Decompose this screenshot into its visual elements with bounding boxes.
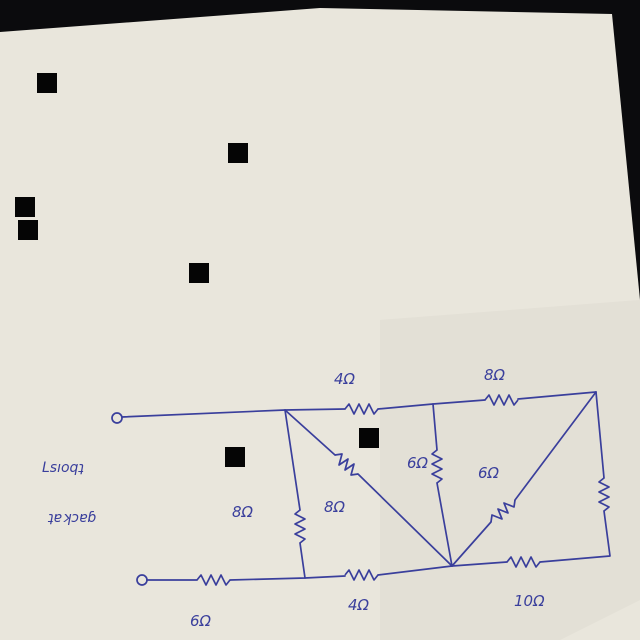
redaction-square-3 [15, 197, 35, 217]
resistor-mid-vertical [431, 449, 443, 484]
handwritten-note-line1: Lsıoqʇ [42, 460, 84, 476]
wire-top-rail [121, 408, 346, 418]
wire-bottom-mid-b [229, 575, 346, 581]
label-top-left: 4Ω [334, 370, 356, 388]
redaction-square-6 [359, 428, 379, 448]
wire-top-right [517, 391, 597, 400]
label-top-right: 8Ω [484, 366, 506, 384]
wire-left-vertical-upper [284, 409, 301, 511]
wire-mid-vertical-lower [436, 482, 453, 567]
resistor-bottom-mid [344, 569, 379, 581]
label-vertical-mid: 6Ω [407, 454, 429, 472]
resistor-right-vertical [598, 477, 610, 512]
label-left-vertical: 8Ω [232, 503, 254, 521]
resistor-left-vertical [294, 509, 306, 544]
label-bottom-mid: 4Ω [348, 596, 370, 614]
wire-left-vertical-lower [299, 542, 306, 579]
resistor-diag-left [334, 453, 359, 476]
wire-diag-left-lower [357, 473, 453, 567]
redaction-square-2 [228, 143, 248, 163]
label-bottom-left: 6Ω [190, 612, 212, 630]
redaction-square-7 [225, 447, 245, 467]
wire-right-lower [539, 510, 611, 563]
redaction-square-5 [189, 263, 209, 283]
label-bottom-right: 10Ω [514, 592, 545, 610]
paper-shadow [380, 300, 640, 640]
resistor-top-left [344, 403, 379, 415]
resistor-top-right [484, 394, 519, 406]
wire-diag-right-lower [451, 521, 492, 567]
wire-right-upper [595, 391, 605, 479]
terminal-top [111, 412, 123, 424]
terminal-bottom [136, 574, 148, 586]
resistor-diag-right [490, 499, 516, 523]
wire-bottom-right [451, 561, 508, 567]
label-diag-left: 8Ω [324, 498, 346, 516]
wire-mid-vertical-upper [432, 403, 438, 451]
wire-diag-left-upper [284, 409, 336, 456]
redaction-square-1 [37, 73, 57, 93]
resistor-bottom-left [196, 574, 231, 586]
wire-diag-right-upper [514, 391, 597, 501]
label-diag-right: 6Ω [478, 464, 500, 482]
redaction-square-4 [18, 220, 38, 240]
handwritten-note-line2: ʇɐʞɔɐɓ [47, 510, 97, 526]
wire-bottom-mid-a [377, 565, 453, 576]
wire-top-mid [377, 399, 486, 410]
resistor-bottom-right [506, 556, 541, 568]
